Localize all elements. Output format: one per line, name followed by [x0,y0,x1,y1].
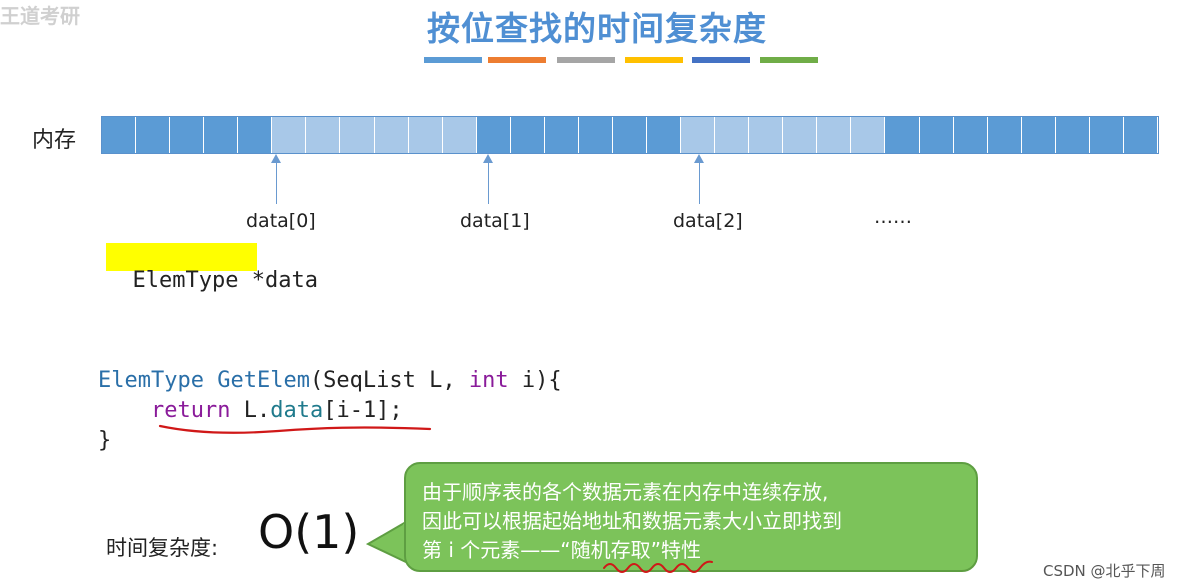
memory-cell [953,117,988,153]
pointer-arrowhead-2 [694,154,704,163]
pointer-label-1: data[1] [460,210,530,232]
memory-cell [1089,117,1124,153]
pointer-label-ellipsis: …… [874,206,912,228]
memory-cell [476,117,511,153]
memory-cell [170,117,205,153]
callout-line-1: 由于顺序表的各个数据元素在内存中连续存放, [422,480,829,504]
red-underline-mark [158,424,432,434]
code-line-3: } [98,428,112,453]
memory-cell [1055,117,1090,153]
pointer-arrow-2 [699,160,700,204]
code-return-type: ElemType [98,368,204,393]
complexity-value: O(1) [258,505,360,559]
pointer-declaration: ElemType *data [106,243,318,293]
pointer-arrowhead-0 [271,154,281,163]
callout-line-3: 第 i 个元素——“随机存取”特性 [422,538,701,562]
callout-text: 由于顺序表的各个数据元素在内存中连续存放, 因此可以根据起始地址和数据元素大小立… [422,478,970,565]
pointer-arrowhead-1 [483,154,493,163]
declaration-highlight [106,243,257,271]
memory-label: 内存 [32,128,77,153]
pointer-label-2: data[2] [673,210,743,232]
memory-cell [544,117,579,153]
corner-logo-text: 王道考研 [0,4,80,28]
pointer-label-0: data[0] [246,210,316,232]
color-bar-2 [488,57,546,63]
memory-cell [919,117,954,153]
memory-cell [408,117,443,153]
code-params: (SeqList L, [309,368,469,393]
memory-cell [272,117,307,153]
red-squiggle-mark [603,560,713,573]
memory-cell [374,117,409,153]
watermark: CSDN @北乎下周 [1043,562,1166,580]
code-line-2: return L.data[i-1]; [98,398,403,423]
memory-cell [885,117,920,153]
code-function-name: GetElem [217,368,310,393]
color-bar-5 [692,57,750,63]
memory-cell [340,117,375,153]
slide-title: 按位查找的时间复杂度 [427,9,767,48]
memory-cell [749,117,784,153]
memory-cell [817,117,852,153]
callout-pointer [366,520,407,564]
declaration-name: data [264,268,318,293]
memory-cell [238,117,273,153]
declaration-type: ElemType * [132,268,265,293]
memory-cell [442,117,477,153]
memory-cell [987,117,1022,153]
color-bar-4 [625,57,683,63]
memory-cell [647,117,682,153]
code-return-keyword: return [150,398,231,423]
memory-cell [510,117,545,153]
color-bar-1 [424,57,482,63]
code-line1-end: i){ [508,368,562,393]
color-bar-6 [760,57,818,63]
memory-cell [136,117,171,153]
memory-cell [612,117,648,153]
memory-cell [1123,117,1158,153]
callout-box [404,462,978,572]
memory-cell [1021,117,1056,153]
memory-cell [681,117,716,153]
code-line-1: ElemType GetElem(SeqList L, int i){ [98,368,562,393]
memory-cell [204,117,239,153]
memory-strip [101,116,1159,154]
color-bar-3 [557,57,615,63]
pointer-arrow-1 [488,160,489,204]
code-line2-end: [i-1]; [323,398,403,423]
pointer-arrow-0 [276,160,277,204]
memory-cell [578,117,613,153]
memory-cell [306,117,341,153]
memory-cell [783,117,818,153]
memory-cell [851,117,886,153]
code-int-keyword: int [468,368,509,393]
memory-cell [715,117,750,153]
callout-line-2: 因此可以根据起始地址和数据元素大小立即找到 [422,509,842,533]
code-object: L. [243,398,271,423]
complexity-label: 时间复杂度: [106,536,219,560]
code-member: data [270,398,324,423]
memory-cell [102,117,137,153]
